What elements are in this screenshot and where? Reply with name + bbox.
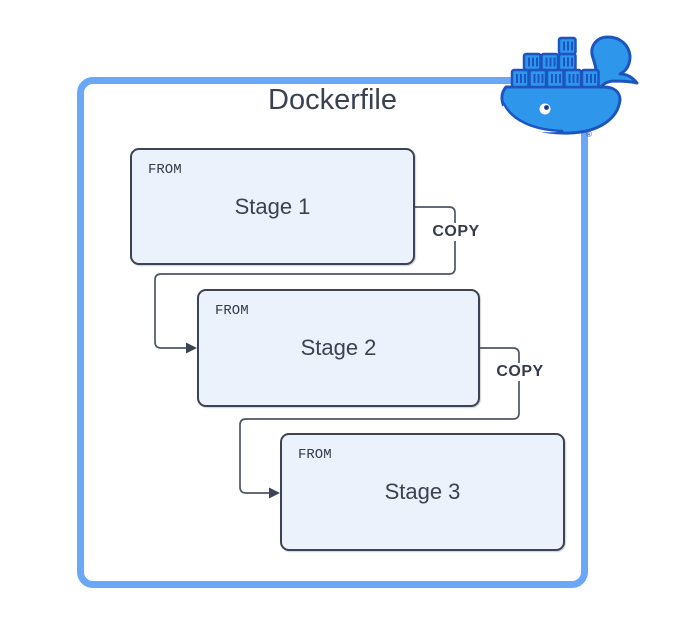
stage-1-name: Stage 1	[234, 193, 311, 219]
whale-pupil	[544, 105, 549, 110]
arrowhead-into-stage3	[269, 487, 280, 499]
copy-connector-stage1-stage2	[154, 206, 456, 349]
stage-1-box: FROM Stage 1	[130, 148, 415, 265]
docker-whale-icon: ®	[500, 35, 639, 139]
stage-1-keyword: FROM	[148, 162, 182, 178]
trademark-symbol: ®	[586, 130, 592, 139]
copy-connector-stage2-stage3	[239, 347, 520, 494]
arrowhead-into-stage2	[186, 342, 197, 354]
whale-tail	[590, 35, 639, 95]
stage-3-keyword: FROM	[298, 447, 332, 463]
stage-2-keyword: FROM	[215, 303, 249, 319]
stage-3-box: FROM Stage 3	[280, 433, 565, 551]
copy-label-1: COPY	[429, 223, 483, 241]
stage-2-name: Stage 2	[300, 335, 377, 360]
copy-label-2: COPY	[493, 363, 547, 381]
whale-belly	[502, 104, 562, 133]
stage-2-box: FROM Stage 2	[197, 289, 480, 407]
whale-mouth-line	[502, 102, 564, 133]
container-slats	[516, 41, 596, 83]
stage-3-name: Stage 3	[384, 479, 461, 504]
diagram-title: Dockerfile	[268, 84, 397, 116]
